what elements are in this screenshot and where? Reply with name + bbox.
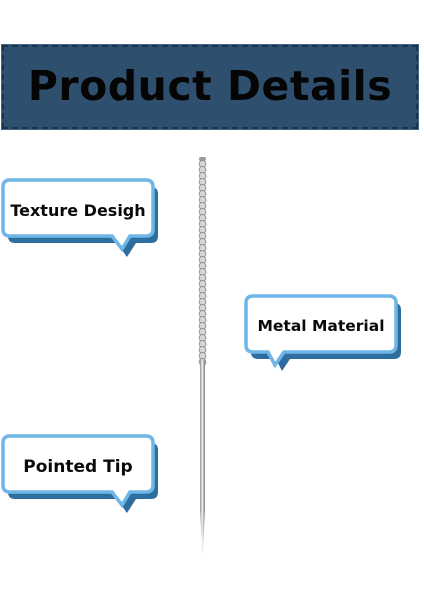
page-title: Product Details bbox=[27, 61, 393, 110]
callout-label-metal: Metal Material bbox=[257, 317, 385, 335]
speech-bubble-icon bbox=[1, 434, 158, 513]
needle-cap bbox=[199, 157, 206, 161]
callout-label-texture: Texture Desigh bbox=[10, 201, 146, 220]
header-banner: Product Details bbox=[1, 44, 419, 130]
speech-bubble-icon bbox=[1, 178, 158, 257]
callout-texture-design: Texture Desigh bbox=[1, 178, 161, 262]
needle-shaft bbox=[200, 360, 205, 510]
needle-tip bbox=[200, 510, 205, 556]
needle-texture bbox=[198, 160, 207, 366]
callout-metal-material: Metal Material bbox=[244, 294, 404, 378]
speech-bubble-icon bbox=[244, 294, 401, 371]
callout-pointed-tip: Pointed Tip bbox=[1, 434, 161, 518]
callout-label-tip: Pointed Tip bbox=[23, 457, 133, 477]
